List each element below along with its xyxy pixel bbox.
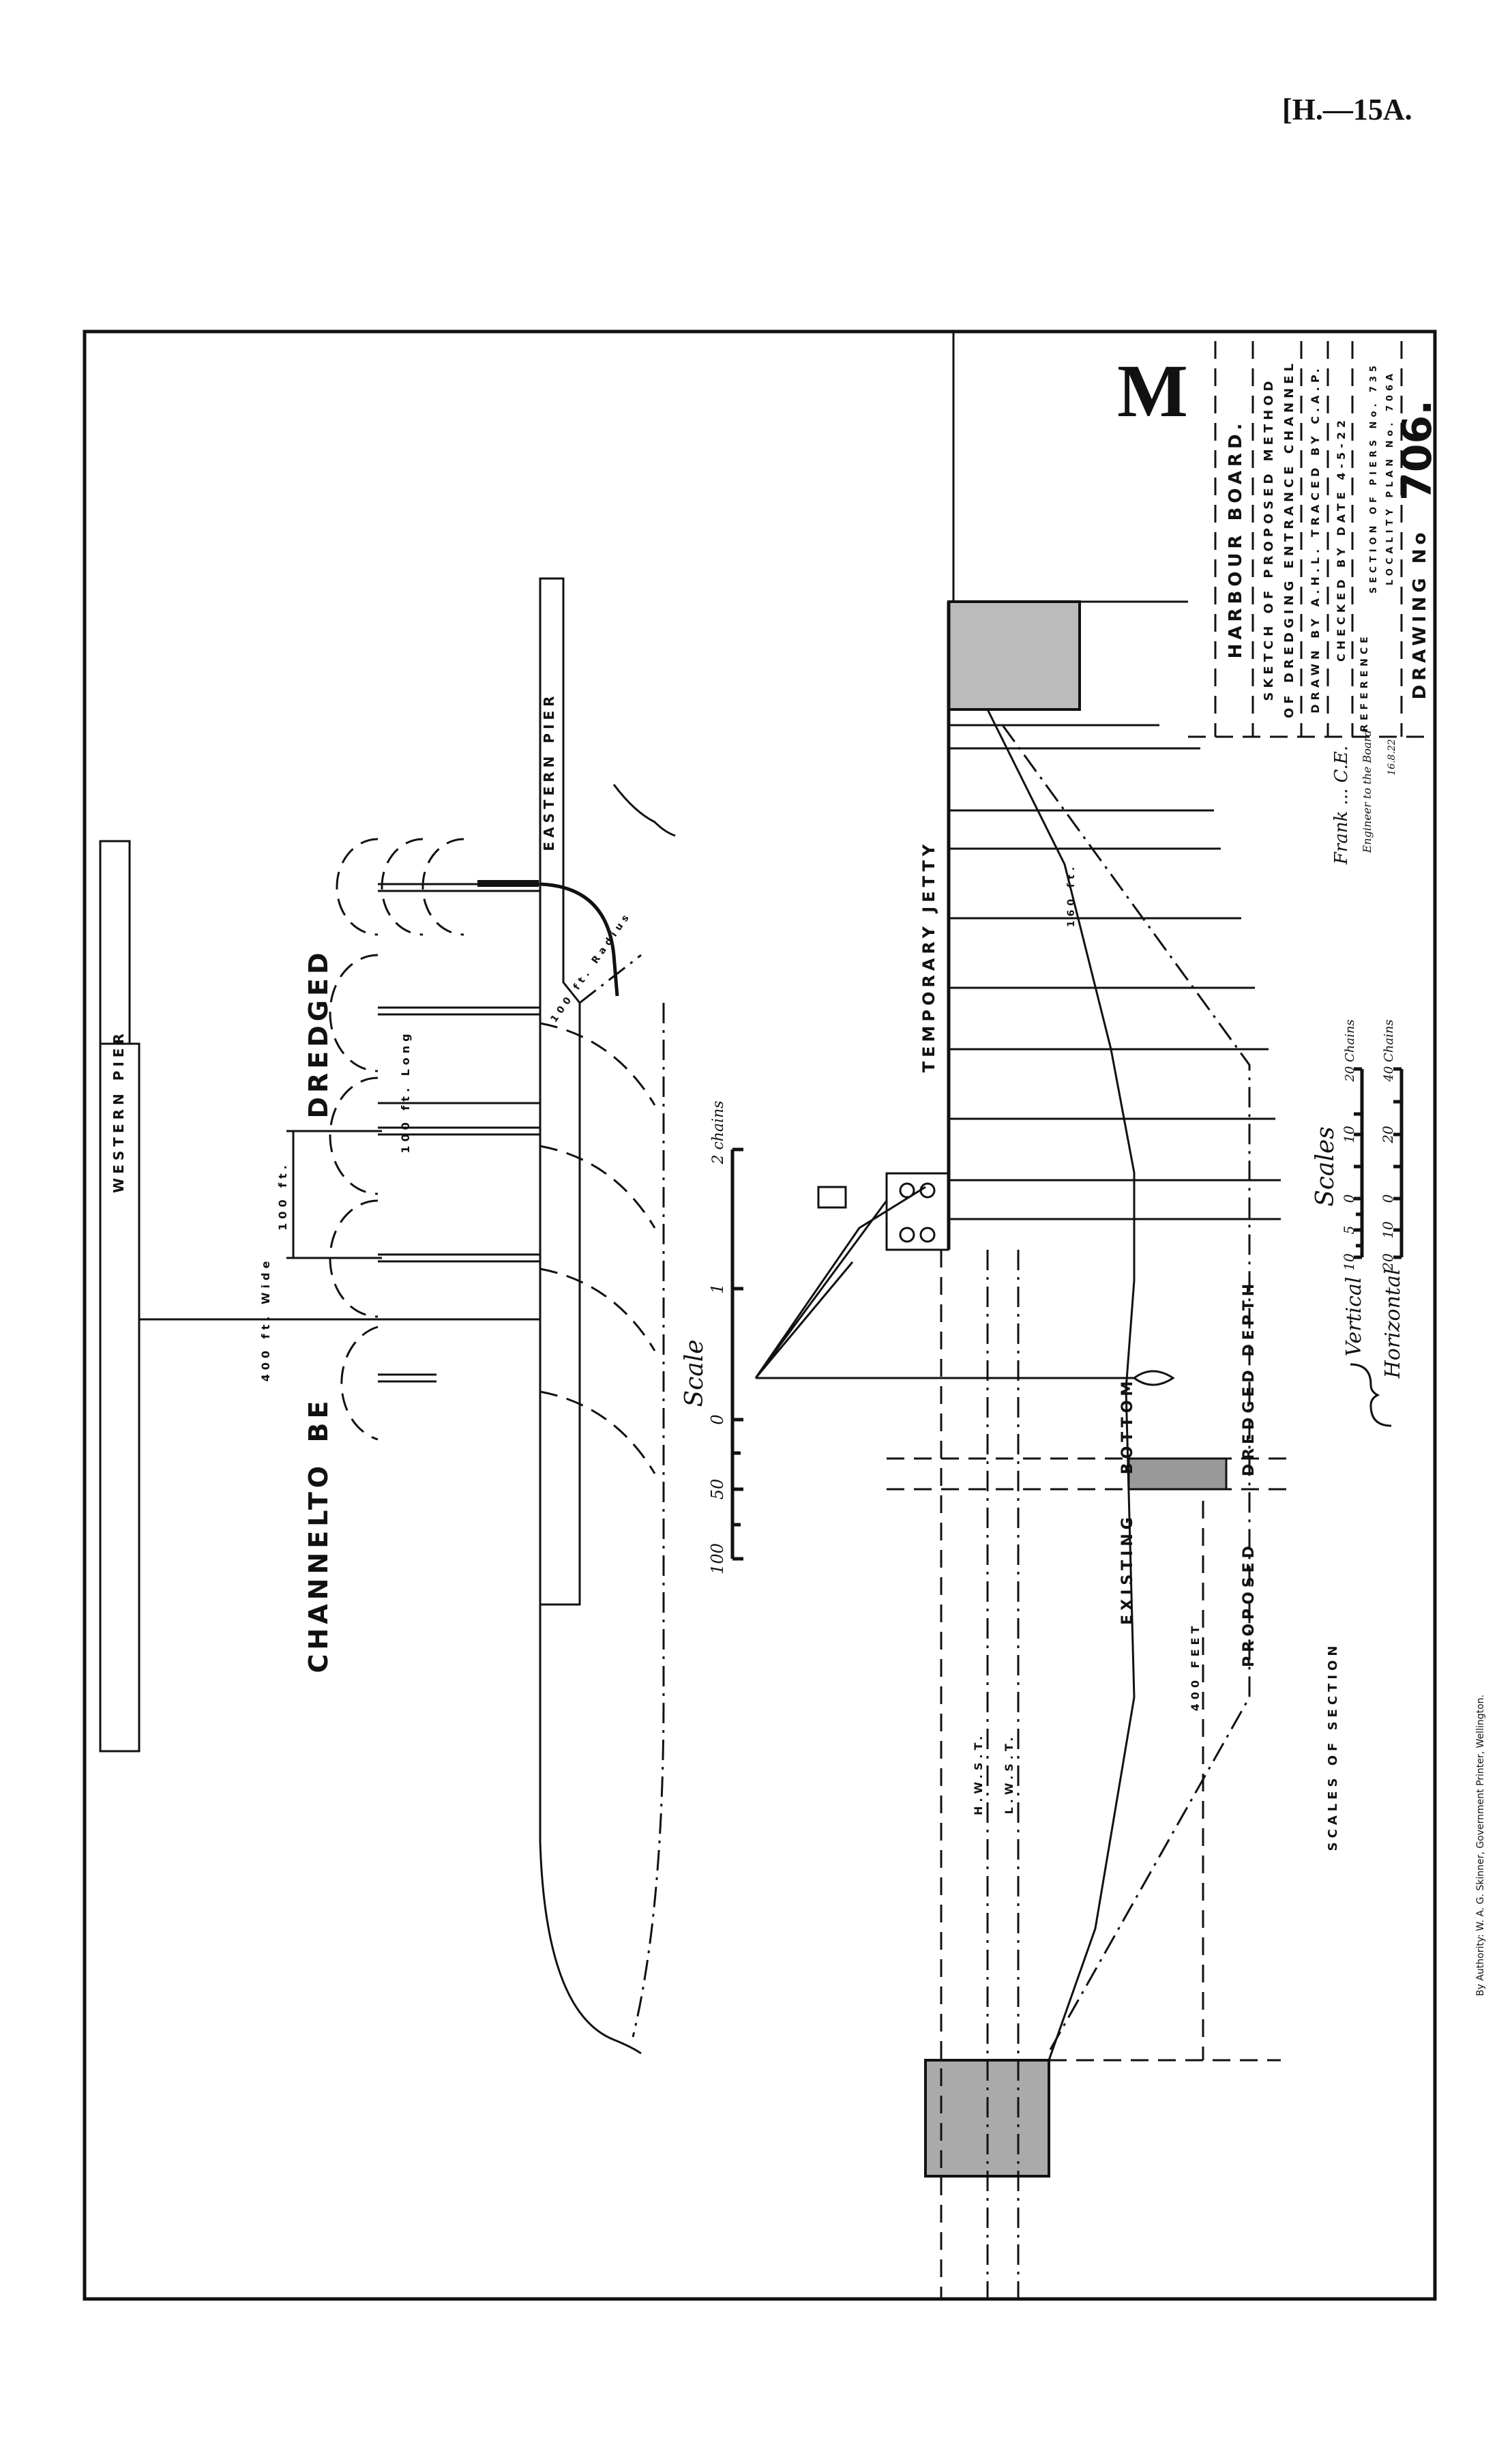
horizontal-scale-bar	[1393, 1067, 1404, 1259]
scale-tick-label: 10	[1341, 1126, 1357, 1143]
drawing-title-line-1: SKETCH OF PROPOSED METHOD	[1262, 377, 1276, 701]
western-pier-label: WESTERN PIER	[110, 1029, 127, 1193]
scale-brace	[1350, 1363, 1392, 1427]
hwst-label: H.W.S.T.	[972, 1732, 985, 1815]
dredge-cut-section	[1127, 1457, 1228, 1491]
dredge-cut	[329, 954, 656, 1106]
cut-spacing-dim: 100 ft.	[276, 1161, 289, 1231]
scale-tick-label: 20	[1380, 1126, 1396, 1144]
channel-edge	[579, 954, 665, 2038]
signature-role: Engineer to the Board	[1361, 730, 1374, 854]
section-scales: Scales 10 5 0 10 20 Chains 20 10 0 20 40…	[1311, 1019, 1405, 1851]
dredge-crane	[754, 1172, 1134, 1379]
existing-bottom-profile	[986, 709, 1136, 2061]
reference-section: SECTION OF PIERS No. 735	[1369, 362, 1379, 594]
drawing-title-line-2: OF DREDGING ENTRANCE CHANNEL	[1282, 360, 1296, 718]
scale-tick-label: 2 chains	[710, 1100, 727, 1164]
sheet-letter: M	[1117, 349, 1188, 433]
channel-label-word: CHANNEL	[303, 1506, 333, 1673]
plan-scale-title: Scale	[681, 1339, 709, 1407]
vertical-scale-label: Vertical	[1342, 1277, 1366, 1357]
title-block: M HARBOUR BOARD. SKETCH OF PROPOSED METH…	[1117, 341, 1441, 738]
drawing-number-label: DRAWING No	[1410, 529, 1430, 700]
reference-label: REFERENCE	[1359, 632, 1370, 731]
checked-by-date: CHECKED BY DATE 4-5-22	[1335, 416, 1348, 662]
crane-wheel	[899, 1182, 915, 1199]
channel-label-word: DREDGED	[303, 949, 333, 1119]
scale-tick-label: 0	[708, 1414, 727, 1424]
horizontal-scale-label: Horizontal	[1381, 1269, 1405, 1379]
curved-pier-head	[539, 882, 619, 997]
scale-tick-label: 40 Chains	[1382, 1019, 1396, 1082]
dredge-cut	[336, 838, 540, 936]
title-block-grid	[1188, 341, 1435, 738]
proposed-label: PROPOSED	[1241, 1542, 1258, 1667]
existing-label: EXISTING	[1119, 1513, 1136, 1625]
jetty-piles	[949, 724, 1281, 1220]
dredge-cut	[329, 1199, 656, 1351]
scale-tick-label: 1	[708, 1283, 727, 1293]
dredge-cuts	[329, 838, 656, 1474]
vertical-scale-bar	[1354, 1067, 1364, 1259]
dredge-cut	[340, 1325, 656, 1474]
jetty-label: TEMPORARY JETTY	[919, 840, 938, 1073]
scales-title: Scales	[1311, 1126, 1339, 1207]
scale-tick-label: 0	[1341, 1194, 1357, 1203]
scale-tick-label: 20	[1380, 1253, 1396, 1272]
scale-tick-label: 10	[1341, 1253, 1357, 1271]
signature-name: Frank ... C.E.	[1331, 746, 1352, 865]
radius-note: 100 ft. Radius	[548, 909, 634, 1024]
scale-tick-label: 10	[1380, 1221, 1396, 1239]
section-view: TEMPORARY JETTY 160 ft. H.W.S.T. L.W.S.T…	[887, 332, 1296, 2299]
eastern-pier-label: EASTERN PIER	[541, 692, 557, 851]
scale-tick-label: 20 Chains	[1343, 1019, 1357, 1082]
drawing-number: 706.	[1393, 400, 1441, 501]
drawn-by: DRAWN BY A.H.L. TRACED BY C.A.P.	[1309, 364, 1322, 713]
cut-length-dim: 100 ft. Long	[399, 1029, 412, 1153]
board-name: HARBOUR BOARD.	[1226, 420, 1246, 659]
page-reference: [H.—15A.	[1282, 93, 1412, 126]
scales-caption: SCALES OF SECTION	[1326, 1642, 1340, 1851]
channel-width-dim: 400 ft. Wide	[259, 1257, 272, 1382]
sounding-marker	[1132, 1370, 1175, 1386]
channel-label-word: TO	[303, 1462, 333, 1510]
engineer-signature: Frank ... C.E. Engineer to the Board 16.…	[1331, 730, 1397, 865]
rock-mound-upper	[947, 600, 1081, 711]
proposed-dredged-profile	[1001, 724, 1251, 2053]
channel-boundary	[539, 1605, 642, 2055]
plan-scale-bar: 100 50 0 1 2 chains Scale	[681, 1100, 743, 1574]
drawing-frame	[83, 329, 1437, 2301]
scale-tick-label: 0	[1380, 1194, 1396, 1203]
lwst-label: L.W.S.T.	[1003, 1733, 1016, 1815]
bottom-label: BOTTOM	[1119, 1377, 1136, 1475]
dredged-depth-label: DREDGED DEPTH	[1241, 1280, 1258, 1476]
scale-tick-label: 100	[708, 1543, 727, 1574]
coastline	[612, 784, 676, 837]
plan-view: WESTERN PIER EASTERN PIER 400 ft. Wide 1…	[99, 577, 1134, 2055]
dimension-lines	[887, 1457, 1296, 2062]
dimension-lines	[139, 1102, 540, 1321]
reference-locality: LOCALITY PLAN No. 706A	[1385, 370, 1395, 585]
scale-tick-label: 5	[1341, 1226, 1357, 1235]
section-width-dim: 400 FEET	[1189, 1622, 1202, 1712]
printer-imprint: By Authority: W. A. G. Skinner, Governme…	[1475, 1695, 1486, 1996]
dredge-cut	[329, 1076, 656, 1229]
signature-date: 16.8.22	[1387, 739, 1397, 776]
western-pier	[99, 840, 140, 1753]
channel-label-word: BE	[303, 1397, 333, 1443]
scale-tick-label: 50	[708, 1479, 727, 1500]
